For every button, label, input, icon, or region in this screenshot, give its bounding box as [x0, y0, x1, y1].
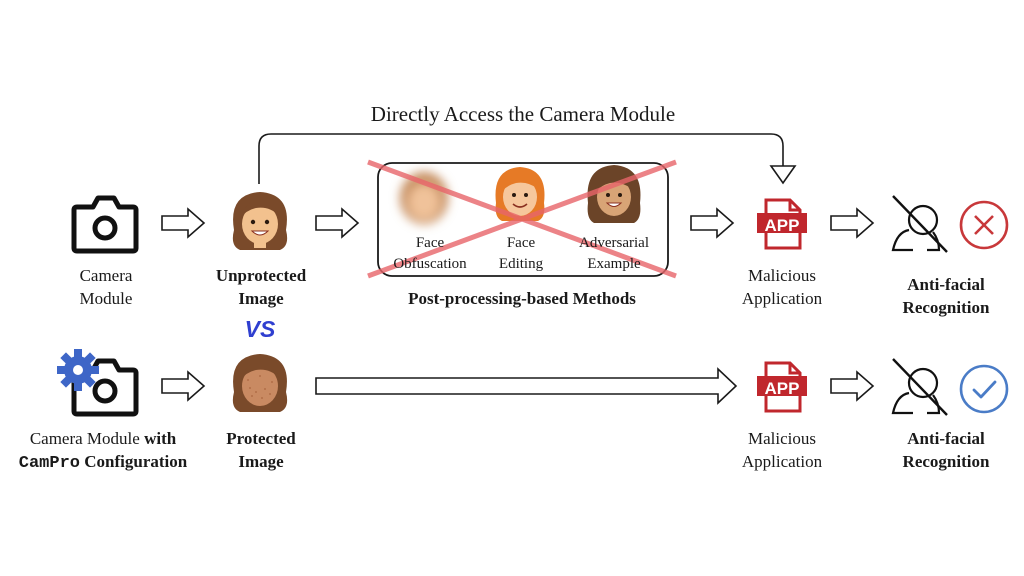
success-icon	[959, 364, 1009, 414]
gear-icon	[57, 349, 99, 391]
long-arrow	[315, 367, 738, 405]
methods-box	[377, 162, 669, 277]
arrow-4	[830, 208, 874, 238]
app-icon-1-text: APP	[765, 216, 800, 235]
arrow-5	[161, 371, 205, 401]
fail-icon	[959, 200, 1009, 250]
arrow-3	[690, 208, 734, 238]
methods-caption: Post-processing-based Methods	[408, 289, 636, 308]
methods-cross	[367, 159, 677, 279]
bypass-arrowhead	[769, 165, 797, 185]
protected-face-icon	[232, 354, 288, 412]
bypass-label: Directly Access the Camera Module	[370, 102, 676, 126]
edited-face-icon	[495, 167, 545, 221]
arrow-1	[161, 208, 205, 238]
no-face-recognition-icon-1	[891, 194, 949, 254]
blurred-face-icon	[400, 172, 448, 224]
bypass-path	[258, 133, 784, 184]
vs-label: VS	[244, 316, 276, 342]
no-face-recognition-icon-2	[891, 357, 949, 417]
app-icon-2-text: APP	[765, 379, 800, 398]
unprotected-face-icon	[232, 191, 288, 251]
camera-icon	[74, 198, 136, 251]
camera-campro-label: Camera Module with CamPro Configuration	[18, 429, 188, 473]
arrow-2	[315, 208, 359, 238]
arrow-6	[830, 371, 874, 401]
